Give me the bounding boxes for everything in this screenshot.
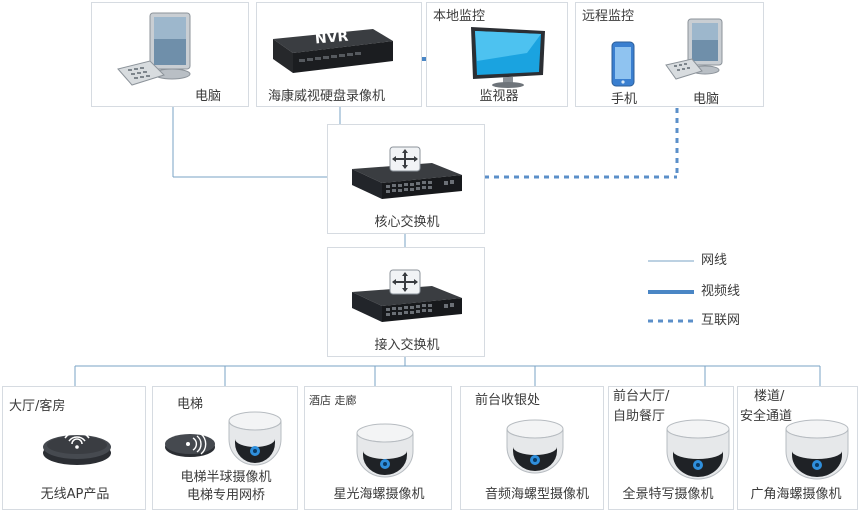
desktop-computer-icon bbox=[665, 18, 723, 80]
core-switch-label: 核心交换机 bbox=[374, 215, 440, 230]
zone-caption-line2: 电梯专用网桥 bbox=[186, 488, 266, 503]
zone-caption: 广角海螺摄像机 bbox=[750, 487, 842, 502]
access-switch-box: 接入交换机 bbox=[327, 247, 485, 357]
zone-title: 大厅/客房 bbox=[9, 399, 66, 414]
zone-title: 前台收银处 bbox=[475, 393, 541, 408]
remote-pc-label: 电脑 bbox=[692, 92, 720, 107]
nvr-badge: NVR bbox=[314, 28, 349, 48]
pc-left-label: 电脑 bbox=[195, 89, 222, 104]
zone-title-line2: 自助餐厅 bbox=[613, 409, 666, 424]
core-switch-box: 核心交换机 bbox=[327, 124, 485, 234]
local-monitoring-title: 本地监控 bbox=[433, 9, 486, 24]
switch-icon bbox=[352, 146, 462, 199]
remote-monitoring-box: 远程监控 手机 电脑 bbox=[575, 2, 764, 107]
nvr-label: 海康威视硬盘录像机 bbox=[268, 89, 386, 104]
monitor-icon bbox=[471, 27, 545, 88]
legend-network-label: 网线 bbox=[701, 253, 728, 268]
zone-caption: 全景特写摄像机 bbox=[622, 487, 714, 502]
zone-elevator: 电梯 电梯半球摄像机 电梯专用网桥 bbox=[152, 386, 298, 510]
dome-camera-icon bbox=[785, 419, 849, 480]
phone-label: 手机 bbox=[610, 92, 638, 107]
dome-camera-icon bbox=[506, 419, 564, 474]
zone-front-desk: 前台收银处 音频海螺型摄像机 bbox=[460, 386, 604, 510]
zone-caption-line1: 电梯半球摄像机 bbox=[180, 470, 272, 485]
nvr-box: NVR 海康威视硬盘录像机 bbox=[256, 2, 422, 107]
remote-monitoring-title: 远程监控 bbox=[582, 9, 635, 24]
dome-camera-icon bbox=[356, 423, 414, 478]
zone-title: 电梯 bbox=[177, 397, 204, 412]
dome-camera-icon bbox=[666, 419, 730, 480]
zone-title-line1: 楼道/ bbox=[754, 389, 785, 404]
desktop-computer-icon bbox=[117, 12, 191, 86]
access-switch-label: 接入交换机 bbox=[374, 338, 440, 353]
pc-box: 电脑 bbox=[91, 2, 249, 107]
zone-corridor: 酒店 走廊 星光海螺摄像机 bbox=[304, 386, 452, 510]
switch-icon bbox=[352, 269, 462, 322]
zone-caption: 星光海螺摄像机 bbox=[333, 487, 425, 502]
zone-lobby: 大厅/客房 无线AP产品 bbox=[2, 386, 146, 510]
zone-caption: 音频海螺型摄像机 bbox=[484, 487, 590, 502]
zone-lobby-restaurant: 前台大厅/ 自助餐厅 全景特写摄像机 bbox=[608, 386, 734, 510]
legend-video-label: 视频线 bbox=[701, 284, 741, 299]
wireless-ap-icon bbox=[43, 431, 111, 465]
phone-icon bbox=[611, 41, 635, 87]
zone-stairwell: 楼道/ 安全通道 广角海螺摄像机 bbox=[737, 386, 858, 510]
dome-camera-icon bbox=[228, 411, 282, 466]
nvr-recorder-icon bbox=[273, 29, 393, 73]
local-monitoring-box: 本地监控 监视器 bbox=[426, 2, 568, 107]
monitor-label: 监视器 bbox=[479, 89, 519, 104]
bridge-icon bbox=[165, 433, 215, 457]
zone-caption: 无线AP产品 bbox=[40, 487, 110, 502]
zone-title-line1: 前台大厅/ bbox=[613, 389, 670, 404]
legend-internet-label: 互联网 bbox=[701, 313, 741, 328]
zone-title-line2: 安全通道 bbox=[740, 409, 793, 424]
zone-title: 酒店 走廊 bbox=[309, 394, 357, 407]
